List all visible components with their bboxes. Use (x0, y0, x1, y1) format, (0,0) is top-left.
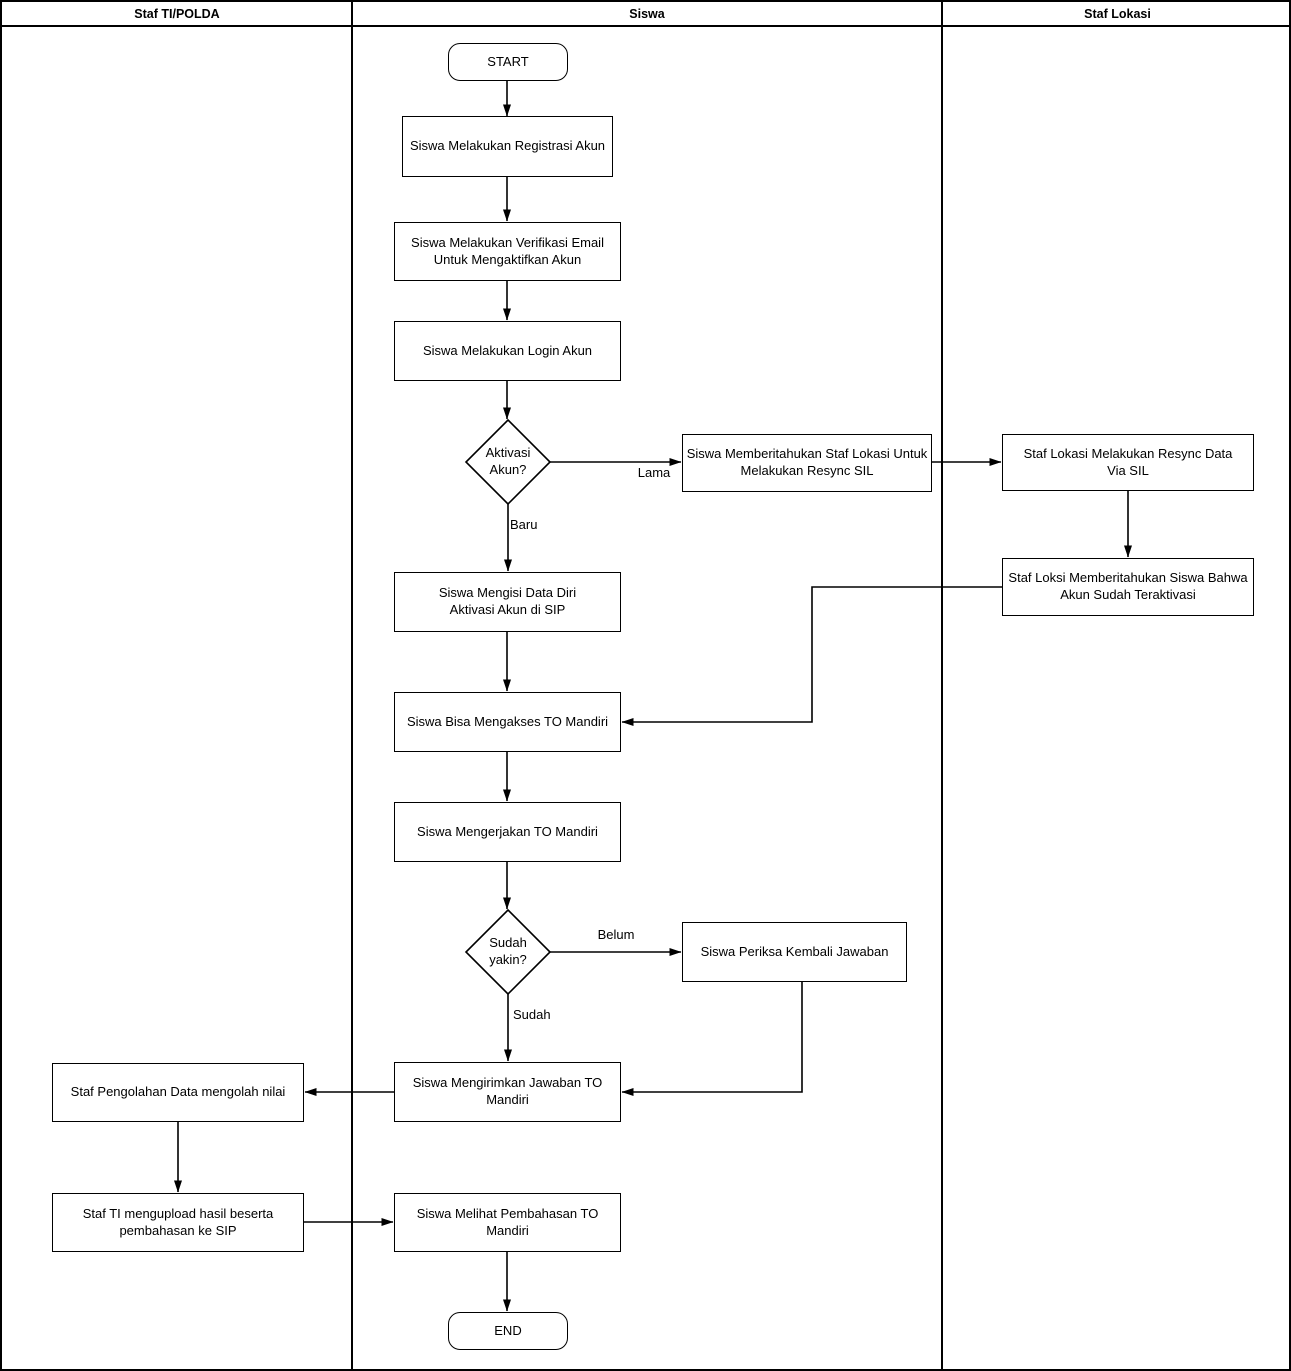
node-registrasi-akun: Siswa Melakukan Registrasi Akun (402, 116, 613, 177)
edge-label-belum: Belum (597, 927, 635, 942)
lane-header-staf-lokasi: Staf Lokasi (1084, 7, 1151, 21)
node-end: END (448, 1312, 568, 1350)
node-resync-data-sil: Staf Lokasi Melakukan Resync Data Via SI… (1002, 434, 1254, 491)
node-login-akun: Siswa Melakukan Login Akun (394, 321, 621, 381)
edge-label-lama: Lama (637, 465, 671, 480)
decision-sudah-yakin-shape (464, 908, 552, 996)
edge-periksa-to-mengirimkan (621, 982, 803, 1096)
decision-sudah-yakin-label: Sudah yakin? (489, 935, 527, 967)
node-mengisi-data-diri: Siswa Mengisi Data Diri Aktivasi Akun di… (394, 572, 621, 632)
node-mengirimkan-jawaban: Siswa Mengirimkan Jawaban TO Mandiri (394, 1062, 621, 1122)
node-mengerjakan-to-mandiri: Siswa Mengerjakan TO Mandiri (394, 802, 621, 862)
edge-label-baru: Baru (510, 517, 538, 532)
node-memberitahukan-staf-lokasi: Siswa Memberitahukan Staf Lokasi Untuk M… (682, 434, 932, 492)
node-melihat-pembahasan: Siswa Melihat Pembahasan TO Mandiri (394, 1193, 621, 1252)
node-pengolahan-data-nilai: Staf Pengolahan Data mengolah nilai (52, 1063, 304, 1122)
lane-header-siswa: Siswa (629, 7, 665, 21)
node-akun-teraktivasi: Staf Loksi Memberitahukan Siswa Bahwa Ak… (1002, 558, 1254, 616)
edge-teraktivasi-to-mengakses (621, 586, 1002, 726)
node-upload-hasil-pembahasan: Staf TI mengupload hasil beserta pembaha… (52, 1193, 304, 1252)
decision-aktivasi-akun-label: Aktivasi Akun? (485, 445, 531, 477)
decision-aktivasi-akun-shape (464, 418, 552, 506)
node-verifikasi-email: Siswa Melakukan Verifikasi Email Untuk M… (394, 222, 621, 281)
node-periksa-kembali-jawaban: Siswa Periksa Kembali Jawaban (682, 922, 907, 982)
node-start: START (448, 43, 568, 81)
node-mengakses-to-mandiri: Siswa Bisa Mengakses TO Mandiri (394, 692, 621, 752)
lane-header-staf-ti-polda: Staf TI/POLDA (134, 7, 220, 21)
edge-label-sudah: Sudah (513, 1007, 551, 1022)
